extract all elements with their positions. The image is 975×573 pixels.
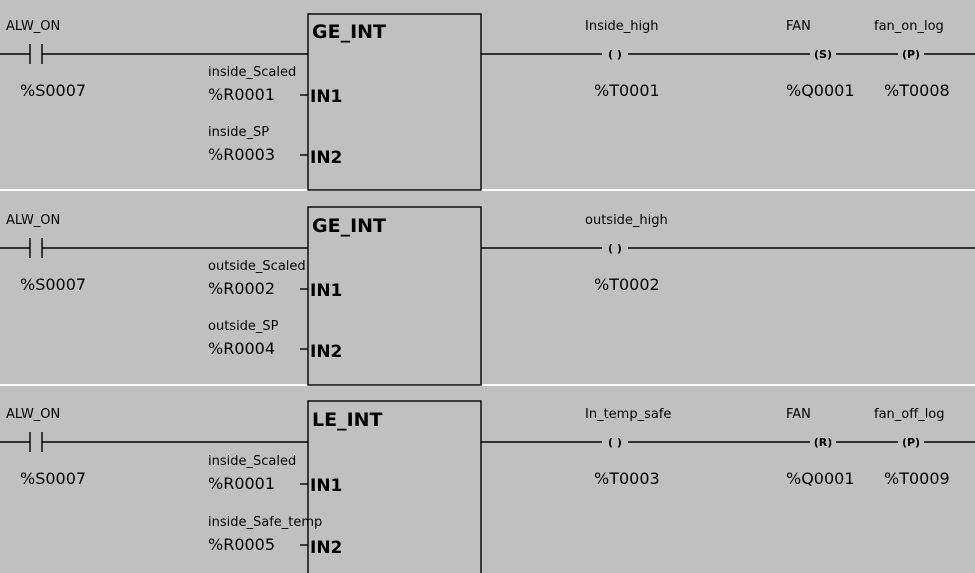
coil-symbol: ( ) <box>608 242 622 255</box>
contact-address: %S0007 <box>20 81 86 100</box>
rung-1: ALW_ON %S0007 GE_INT inside_Scaled %R000… <box>0 13 975 191</box>
contact-no[interactable]: ALW_ON %S0007 <box>0 407 308 488</box>
coil-label: FAN <box>786 407 811 422</box>
input-pin: IN1 <box>310 87 342 107</box>
coil-label: fan_off_log <box>874 407 945 422</box>
function-block[interactable]: LE_INT inside_Scaled %R0001 IN1 inside_S… <box>208 400 482 573</box>
coil-normal[interactable]: outside_high ( ) %T0002 <box>585 213 668 294</box>
coil-symbol: (S) <box>814 48 832 61</box>
input-pin: IN1 <box>310 281 342 301</box>
input-label: inside_Safe_temp <box>208 515 322 530</box>
function-block[interactable]: GE_INT outside_Scaled %R0002 IN1 outside… <box>208 206 482 386</box>
contact-address: %S0007 <box>20 469 86 488</box>
coil-positive[interactable]: fan_off_log (P) %T0009 <box>874 407 950 488</box>
contact-label: ALW_ON <box>6 19 60 34</box>
function-block[interactable]: GE_INT inside_Scaled %R0001 IN1 inside_S… <box>208 13 482 191</box>
coil-label: outside_high <box>585 213 668 228</box>
function-block-name: GE_INT <box>312 21 386 43</box>
input-label: outside_SP <box>208 319 279 334</box>
rung-2: ALW_ON %S0007 GE_INT outside_Scaled %R00… <box>0 206 975 386</box>
input-address: %R0001 <box>208 474 275 493</box>
input-address: %R0001 <box>208 85 275 104</box>
contact-address: %S0007 <box>20 275 86 294</box>
input-address: %R0004 <box>208 339 275 358</box>
input-pin: IN2 <box>310 342 342 362</box>
coil-address: %T0008 <box>884 81 950 100</box>
function-block-box <box>307 400 482 573</box>
function-block-box <box>307 13 482 191</box>
input-address: %R0003 <box>208 145 275 164</box>
coil-symbol: ( ) <box>608 48 622 61</box>
contact-label: ALW_ON <box>6 407 60 422</box>
coil-label: FAN <box>786 19 811 34</box>
function-block-name: LE_INT <box>312 409 383 431</box>
input-address: %R0002 <box>208 279 275 298</box>
coil-set[interactable]: FAN (S) %Q0001 <box>786 19 855 100</box>
coil-normal[interactable]: Inside_high ( ) %T0001 <box>585 19 660 100</box>
coil-address: %T0002 <box>594 275 660 294</box>
coil-address: %T0009 <box>884 469 950 488</box>
input-pin: IN1 <box>310 476 342 496</box>
coil-label: In_temp_safe <box>585 407 671 422</box>
coil-symbol: (P) <box>902 48 920 61</box>
coil-symbol: (P) <box>902 436 920 449</box>
function-block-box <box>307 206 482 386</box>
coil-symbol: (R) <box>814 436 833 449</box>
coil-positive[interactable]: fan_on_log (P) %T0008 <box>874 19 950 100</box>
contact-no[interactable]: ALW_ON %S0007 <box>0 19 308 100</box>
coil-address: %T0001 <box>594 81 660 100</box>
input-pin: IN2 <box>310 148 342 168</box>
coil-label: fan_on_log <box>874 19 944 34</box>
input-label: inside_Scaled <box>208 454 296 469</box>
input-pin: IN2 <box>310 538 342 558</box>
input-label: inside_Scaled <box>208 65 296 80</box>
input-label: inside_SP <box>208 125 269 140</box>
contact-label: ALW_ON <box>6 213 60 228</box>
input-address: %R0005 <box>208 535 275 554</box>
coil-address: %Q0001 <box>786 469 855 488</box>
coil-reset[interactable]: FAN (R) %Q0001 <box>786 407 855 488</box>
input-label: outside_Scaled <box>208 259 306 274</box>
coil-normal[interactable]: In_temp_safe ( ) %T0003 <box>585 407 671 488</box>
coil-address: %T0003 <box>594 469 660 488</box>
rung-3: ALW_ON %S0007 LE_INT inside_Scaled %R000… <box>0 400 975 573</box>
coil-symbol: ( ) <box>608 436 622 449</box>
function-block-name: GE_INT <box>312 215 386 237</box>
coil-address: %Q0001 <box>786 81 855 100</box>
contact-no[interactable]: ALW_ON %S0007 <box>0 213 308 294</box>
coil-label: Inside_high <box>585 19 659 34</box>
